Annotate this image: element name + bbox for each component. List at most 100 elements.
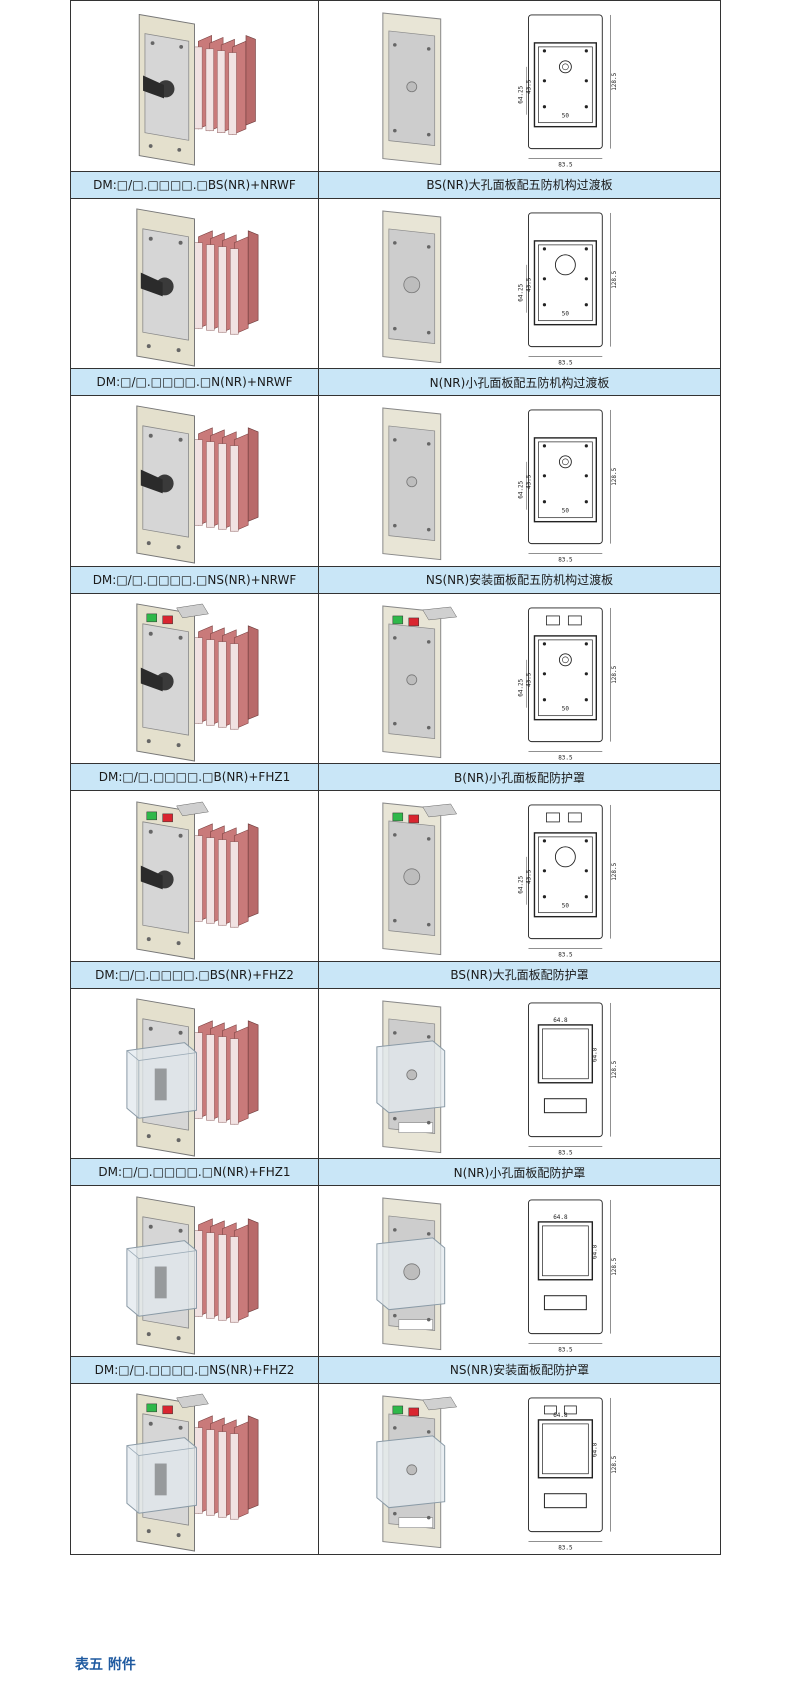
cam-stack — [194, 230, 259, 335]
red-indicator — [162, 615, 173, 625]
svg-text:64.25: 64.25 — [517, 283, 524, 301]
svg-text:64.8: 64.8 — [553, 1214, 568, 1221]
assembly-image-cell — [70, 395, 319, 567]
component-description-label: NS(NR)安装面板配防护罩 — [318, 1355, 721, 1384]
cam-stack — [194, 1415, 259, 1520]
panel-plate-image — [382, 605, 458, 758]
svg-text:128.5: 128.5 — [611, 1455, 618, 1473]
switch-assembly-image — [136, 405, 259, 565]
red-indicator — [162, 1405, 173, 1415]
component-description-label: BS(NR)大孔面板配防护罩 — [318, 960, 721, 989]
svg-text:43.5: 43.5 — [525, 474, 532, 489]
assembly-image-cell — [70, 1185, 319, 1357]
green-indicator — [146, 613, 157, 623]
panel-plate-image — [382, 12, 442, 166]
svg-text:43.5: 43.5 — [525, 672, 532, 687]
svg-text:64.25: 64.25 — [517, 678, 524, 696]
panel-plate-image — [376, 1395, 458, 1549]
handle-icon — [140, 865, 174, 889]
svg-text:64.25: 64.25 — [517, 876, 524, 894]
component-description-label: BS(NR)大孔面板配五防机构过渡板 — [318, 170, 721, 199]
svg-text:64.8: 64.8 — [591, 1442, 598, 1457]
svg-text:83.5: 83.5 — [558, 1149, 573, 1156]
panel-plate-image — [376, 1197, 446, 1351]
component-description-label: NS(NR)安装面板配五防机构过渡板 — [318, 565, 721, 594]
svg-text:128.5: 128.5 — [611, 72, 618, 90]
svg-text:64.8: 64.8 — [553, 1412, 568, 1419]
svg-text:128.5: 128.5 — [611, 665, 618, 683]
model-code-label: DM:□/□.□□□□.□N(NR)+FHZ1 — [70, 1158, 319, 1187]
green-indicator — [146, 1403, 157, 1413]
cam-stack — [194, 1020, 259, 1125]
model-code-label: DM:□/□.□□□□.□NS(NR)+FHZ2 — [70, 1355, 319, 1384]
svg-text:128.5: 128.5 — [611, 270, 618, 288]
table-caption: 表五 附件 — [75, 1657, 136, 1673]
component-description-label: N(NR)小孔面板配五防机构过渡板 — [318, 368, 721, 397]
component-image-cell: 64.8 64.8 83.5 128.5 — [318, 1382, 721, 1555]
dimension-drawing: 64.8 64.8 83.5 128.5 — [528, 1397, 618, 1552]
svg-text:43.5: 43.5 — [525, 277, 532, 292]
svg-text:50: 50 — [562, 508, 570, 515]
assembly-image-cell — [70, 197, 319, 370]
panel-plate-image — [382, 407, 442, 561]
switch-assembly-image — [138, 13, 256, 166]
svg-text:128.5: 128.5 — [611, 863, 618, 881]
panel-plate-image — [382, 209, 442, 363]
assembly-image-cell — [70, 790, 319, 962]
assembly-image-cell — [70, 987, 319, 1160]
assembly-image-cell — [70, 1382, 319, 1555]
svg-text:83.5: 83.5 — [558, 952, 573, 959]
switch-assembly-image — [126, 1196, 259, 1355]
model-code-label: DM:□/□.□□□□.□B(NR)+FHZ1 — [70, 763, 319, 792]
cam-stack — [194, 822, 259, 928]
svg-text:83.5: 83.5 — [558, 1545, 573, 1552]
model-code-label: DM:□/□.□□□□.□BS(NR)+FHZ2 — [70, 960, 319, 989]
model-code-label: DM:□/□.□□□□.□N(NR)+NRWF — [70, 368, 319, 397]
image-row: 64.8 64.8 83.5 128.5 — [70, 1382, 721, 1555]
switch-assembly-image — [136, 208, 259, 367]
svg-text:50: 50 — [562, 903, 570, 910]
handle-icon — [140, 469, 174, 494]
cam-stack — [194, 1218, 259, 1323]
cam-stack — [194, 625, 259, 730]
svg-text:50: 50 — [562, 705, 570, 712]
svg-text:64.8: 64.8 — [591, 1047, 598, 1062]
assembly-image-cell — [70, 592, 319, 765]
svg-text:50: 50 — [562, 113, 570, 120]
svg-text:83.5: 83.5 — [558, 359, 573, 366]
component-description-label: N(NR)小孔面板配防护罩 — [318, 1158, 721, 1187]
svg-text:128.5: 128.5 — [611, 1258, 618, 1276]
svg-text:64.8: 64.8 — [591, 1245, 598, 1260]
cam-stack — [194, 427, 259, 533]
svg-text:43.5: 43.5 — [525, 79, 532, 94]
handle-icon — [140, 272, 174, 297]
red-indicator — [162, 813, 173, 822]
switch-assembly-image — [126, 1393, 259, 1552]
svg-text:43.5: 43.5 — [525, 869, 532, 884]
switch-assembly-image — [136, 603, 259, 762]
svg-text:83.5: 83.5 — [558, 557, 573, 564]
svg-text:83.5: 83.5 — [558, 754, 573, 761]
